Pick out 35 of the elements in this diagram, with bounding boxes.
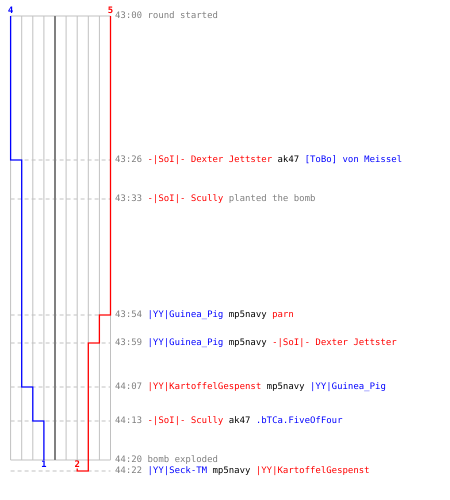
weapon-name: mp5navy — [228, 338, 267, 348]
weapon-name: mp5navy — [228, 310, 267, 320]
player-name: .bTCa.FiveOfFour — [256, 416, 343, 426]
timestamp: 43:26 — [115, 154, 142, 166]
weapon-name: mp5navy — [212, 466, 250, 476]
timestamp: 44:13 — [115, 416, 142, 426]
player-name: -|SoI|- Dexter Jettster — [272, 338, 397, 348]
player-name: [ToBo] von Meissel — [304, 154, 402, 166]
timestamp: 44:07 — [115, 382, 142, 392]
timestamp: 43:54 — [115, 310, 142, 320]
player-name: |YY|KartoffelGespenst — [147, 382, 262, 392]
event-text: round started — [147, 10, 218, 22]
timestamp: 43:33 — [115, 194, 142, 204]
player-count: 1 — [41, 460, 47, 468]
player-name: |YY|Guinea_Pig — [310, 382, 386, 392]
timestamp: 43:00 — [115, 10, 142, 22]
player-name: parn — [272, 310, 294, 320]
player-count: 4 — [8, 7, 14, 15]
player-name: -|SoI|- Scully — [147, 416, 224, 426]
player-name: -|SoI|- Scully — [147, 194, 224, 204]
player-name: -|SoI|- Dexter Jettster — [147, 154, 272, 166]
weapon-name: ak47 — [228, 416, 250, 426]
timestamp: 43:59 — [115, 338, 142, 348]
weapon-name: mp5navy — [266, 382, 305, 392]
player-name: |YY|Guinea_Pig — [147, 310, 224, 320]
player-name: |YY|Seck-TM — [147, 466, 208, 476]
event-text: bomb exploded — [147, 454, 218, 466]
player-name: |YY|KartoffelGespenst — [256, 466, 370, 476]
event-text: planted the bomb — [228, 194, 316, 204]
timestamp: 44:20 — [115, 454, 142, 466]
player-count: 2 — [74, 460, 80, 468]
weapon-name: ak47 — [278, 154, 300, 166]
timestamp: 44:22 — [115, 466, 142, 476]
player-name: |YY|Guinea_Pig — [147, 338, 224, 348]
player-count: 5 — [108, 7, 114, 15]
